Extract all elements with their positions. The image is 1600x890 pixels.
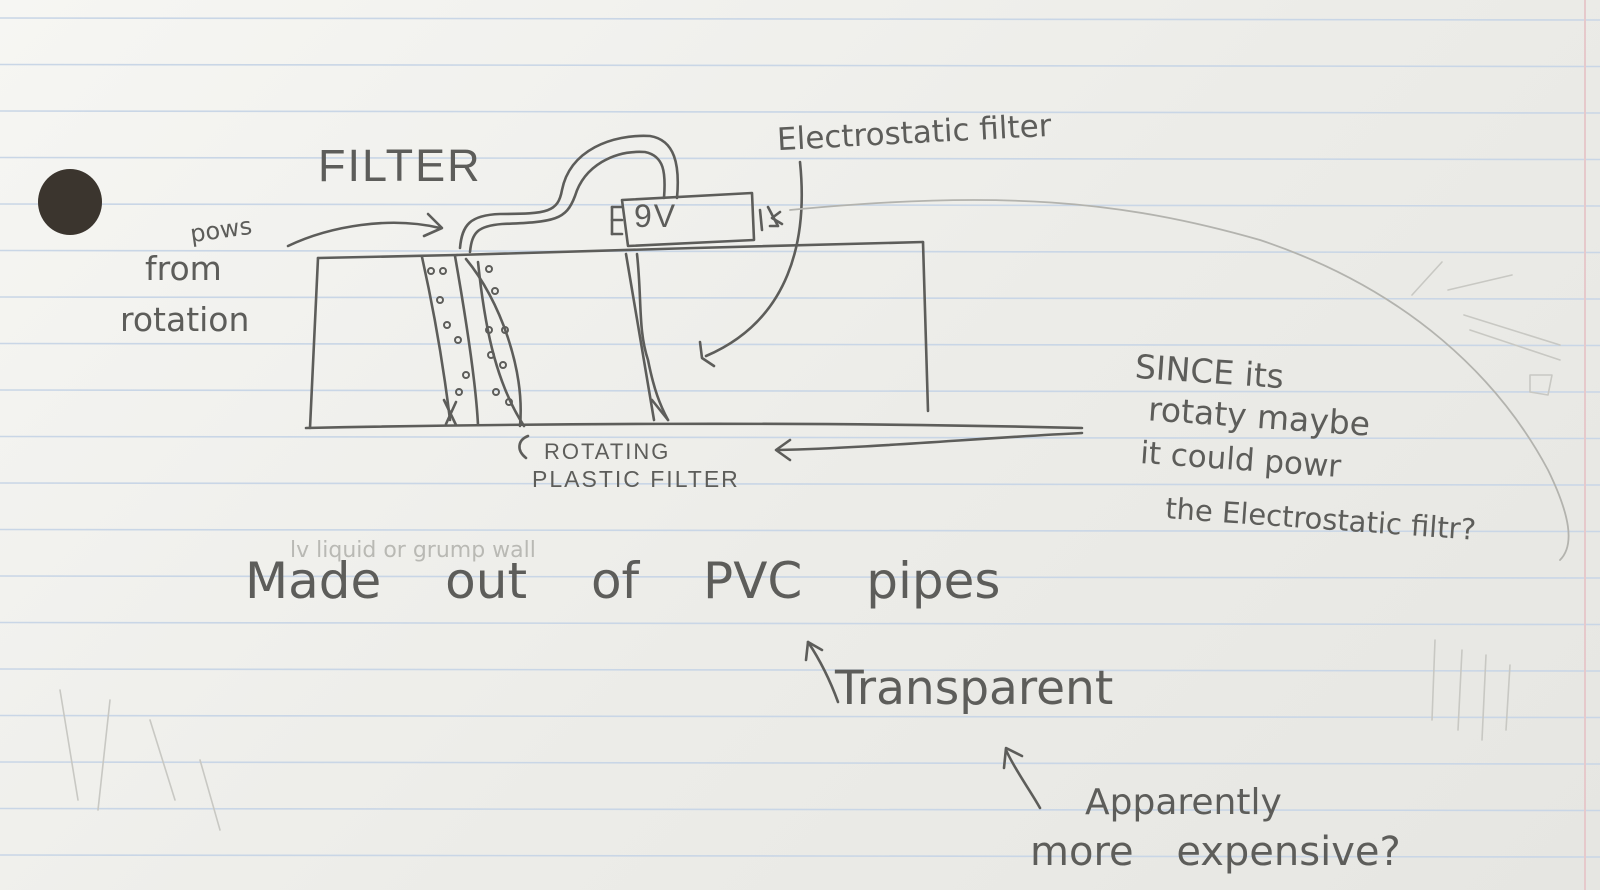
electrostatic-arrow xyxy=(698,160,804,368)
ruled-line xyxy=(0,482,1600,486)
ruled-line xyxy=(0,668,1600,672)
eraser-marks xyxy=(59,261,1561,831)
note-made-of: Made out of PVC pipes xyxy=(245,552,1001,610)
ruled-line xyxy=(0,342,1600,347)
ruled-line xyxy=(0,854,1600,858)
ruled-line xyxy=(0,714,1600,719)
ruled-line xyxy=(0,389,1600,393)
battery-9v-box xyxy=(610,191,756,248)
ruled-line xyxy=(0,203,1600,207)
note-cost-line-2: more expensive? xyxy=(1030,829,1401,875)
label-filter: FILTER xyxy=(318,140,482,191)
ruled-line xyxy=(0,807,1600,812)
transparent-arrow xyxy=(804,640,840,704)
ruled-line xyxy=(0,63,1600,68)
cost-arrow xyxy=(1002,746,1042,810)
erased-text: lv liquid or grump wall xyxy=(290,538,536,563)
electrostatic-filter-plate xyxy=(624,252,670,422)
hole-punch xyxy=(38,169,102,235)
ruled-line xyxy=(0,17,1600,21)
note-cost-line-1: Apparently xyxy=(1085,782,1282,823)
ruled-line xyxy=(0,296,1600,300)
ruled-line xyxy=(0,435,1600,440)
note-arrow xyxy=(774,431,1084,462)
ruled-line xyxy=(0,575,1600,579)
pvc-pipe-body xyxy=(304,240,1084,430)
battery-bracket xyxy=(758,205,784,232)
ruled-line xyxy=(0,249,1600,254)
ruled-lines xyxy=(0,17,1600,858)
battery-wire xyxy=(458,134,680,254)
label-battery: 9V xyxy=(634,198,678,234)
ruled-line xyxy=(0,156,1600,161)
note-line-1: SINCE its xyxy=(1133,346,1286,397)
rotating-plastic-filter xyxy=(420,254,526,428)
ruled-line xyxy=(0,528,1600,533)
ruled-line xyxy=(0,621,1600,626)
ruled-line xyxy=(0,761,1600,765)
filter-particles xyxy=(427,265,513,406)
label-rotating: ROTATING xyxy=(544,439,671,464)
ruled-line xyxy=(0,110,1600,114)
rotation-power-curve xyxy=(789,199,1570,561)
rotating-filter-arrow xyxy=(518,434,530,460)
label-power-line-2: from xyxy=(145,249,222,288)
filter-arrow xyxy=(286,212,444,248)
label-power-line-3: rotation xyxy=(120,300,250,339)
note-transparent: Transparent xyxy=(835,661,1114,716)
label-plastic-filter: PLASTIC FILTER xyxy=(532,466,740,492)
